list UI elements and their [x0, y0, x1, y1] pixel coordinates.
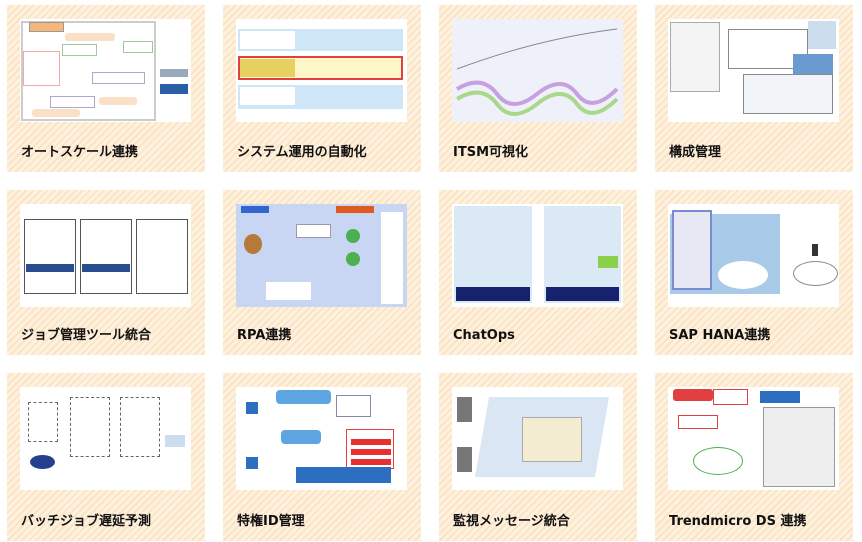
itsm-wave-graphic: [455, 28, 619, 116]
batch-prediction-diagram-thumbnail: [20, 387, 191, 490]
automation-table-thumbnail: [236, 19, 407, 122]
card-label: 特権ID管理: [237, 514, 305, 529]
card-sap-hana[interactable]: SAP HANA連携: [655, 190, 853, 355]
sap-hana-diagram-thumbnail: [668, 204, 839, 307]
privileged-id-diagram-thumbnail: [236, 387, 407, 490]
itsm-visualization-thumbnail: [452, 19, 623, 122]
card-autoscale[interactable]: オートスケール連携: [7, 5, 205, 172]
card-label: RPA連携: [237, 328, 292, 343]
card-label: オートスケール連携: [21, 145, 139, 160]
card-label: 監視メッセージ統合: [453, 514, 570, 529]
card-chatops[interactable]: ChatOps: [439, 190, 637, 355]
card-label: 構成管理: [669, 145, 722, 160]
card-itsm[interactable]: ITSM可視化: [439, 5, 637, 172]
card-label: ジョブ管理ツール統合: [21, 328, 152, 343]
monitoring-diagram-thumbnail: [452, 387, 623, 490]
card-rpa[interactable]: RPA連携: [223, 190, 421, 355]
card-system-automation[interactable]: システム運用の自動化: [223, 5, 421, 172]
card-batch-delay-prediction[interactable]: バッチジョブ遅延予測: [7, 373, 205, 541]
card-configuration-management[interactable]: 構成管理: [655, 5, 853, 172]
chatops-diagram-thumbnail: [452, 204, 623, 307]
rpa-diagram-thumbnail: [236, 204, 407, 307]
card-privileged-id[interactable]: 特権ID管理: [223, 373, 421, 541]
card-label: ITSM可視化: [453, 145, 529, 160]
configuration-diagram-thumbnail: [668, 19, 839, 122]
card-label: ChatOps: [453, 328, 515, 343]
card-label: バッチジョブ遅延予測: [21, 514, 152, 529]
solution-grid: オートスケール連携 システム運用の自動化 ITSM可視化: [7, 5, 853, 541]
card-label: Trendmicro DS 連携: [669, 514, 807, 529]
card-label: SAP HANA連携: [669, 328, 771, 343]
trendmicro-diagram-thumbnail: [668, 387, 839, 490]
card-label: システム運用の自動化: [237, 145, 367, 160]
card-monitoring-message-integration[interactable]: 監視メッセージ統合: [439, 373, 637, 541]
card-trendmicro-ds[interactable]: Trendmicro DS 連携: [655, 373, 853, 541]
card-job-tool-integration[interactable]: ジョブ管理ツール統合: [7, 190, 205, 355]
job-tool-diagram-thumbnail: [20, 204, 191, 307]
autoscale-diagram-thumbnail: [20, 19, 191, 122]
